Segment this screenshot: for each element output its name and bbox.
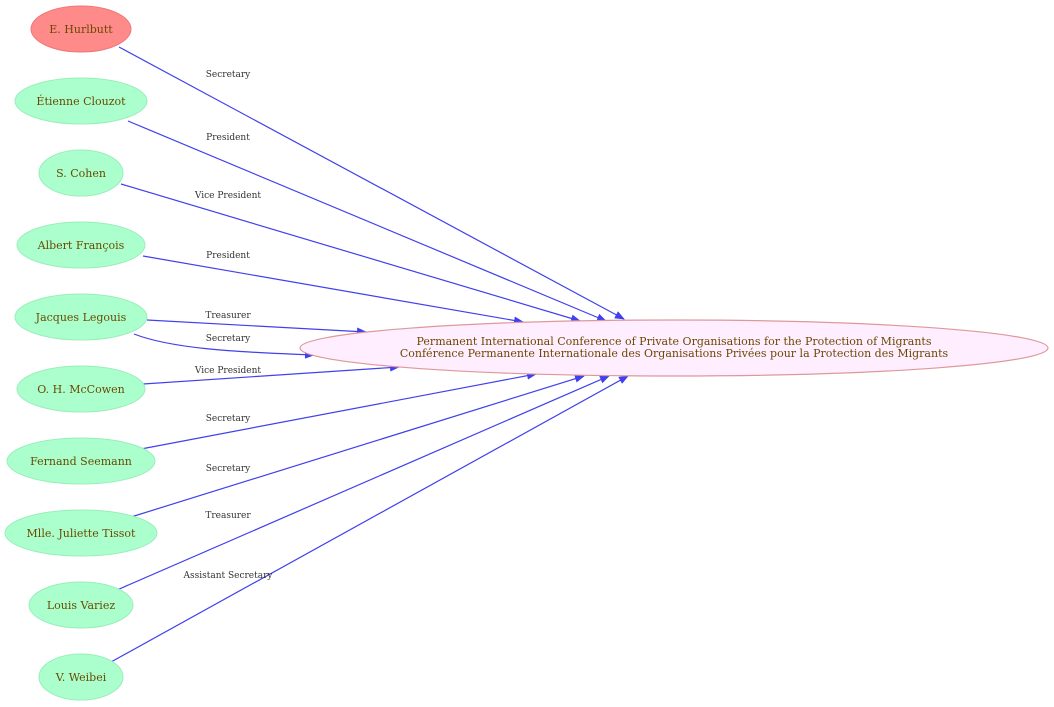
edge-9 <box>116 375 610 591</box>
person-name: Jacques Legouis <box>35 311 127 324</box>
person-node-shape <box>4 509 158 557</box>
edge-label-0: Secretary <box>206 70 251 80</box>
edge-3 <box>142 255 524 325</box>
edge-4 <box>146 319 367 336</box>
person-node-shape <box>30 5 132 53</box>
edge-label-3: President <box>206 251 250 261</box>
organization-name-fr: Conférence Permanente Internationale des… <box>400 347 949 360</box>
organization-node-shape <box>299 319 1049 377</box>
person-node-shape <box>6 437 156 485</box>
person-node-shape <box>38 653 124 701</box>
person-node-shape <box>16 221 146 269</box>
person-node-shape <box>28 581 134 629</box>
person-node-7[interactable]: Mlle. Juliette Tissot <box>4 509 158 557</box>
edge-label-10: Assistant Secretary <box>182 571 273 581</box>
person-node-shape <box>14 77 148 125</box>
edge-label-6: Vice President <box>194 366 262 376</box>
edge-1 <box>127 120 607 322</box>
edge-2 <box>120 183 581 323</box>
person-name: Albert François <box>37 239 125 252</box>
person-node-1[interactable]: Étienne Clouzot <box>14 77 148 125</box>
person-name: O. H. McCowen <box>37 383 124 396</box>
person-name: Mlle. Juliette Tissot <box>27 527 136 540</box>
person-name: V. Weibei <box>55 671 107 684</box>
edge-label-1: President <box>206 133 250 143</box>
person-node-shape <box>16 365 146 413</box>
person-name: Étienne Clouzot <box>36 94 126 108</box>
edge-label-5: Secretary <box>206 334 251 344</box>
edge-label-8: Secretary <box>206 464 251 474</box>
organization-name-en: Permanent International Conference of Pr… <box>417 335 932 348</box>
edge-7 <box>140 371 537 450</box>
edges <box>110 46 629 663</box>
edge-label-2: Vice President <box>194 191 262 201</box>
edge-5 <box>133 333 315 359</box>
person-node-6[interactable]: Fernand Seemann <box>6 437 156 485</box>
person-node-shape <box>14 293 148 341</box>
edge-10 <box>110 375 629 663</box>
person-node-shape <box>38 149 124 197</box>
edge-label-7: Secretary <box>206 414 251 424</box>
person-name: Fernand Seemann <box>30 455 132 468</box>
person-name: S. Cohen <box>56 167 106 180</box>
person-node-0[interactable]: E. Hurlbutt <box>30 5 132 53</box>
organization-node[interactable]: Permanent International Conference of Pr… <box>299 319 1049 377</box>
person-name: E. Hurlbutt <box>49 23 113 36</box>
edge-0 <box>118 46 625 320</box>
edge-label-9: Treasurer <box>205 511 251 521</box>
person-node-5[interactable]: O. H. McCowen <box>16 365 146 413</box>
person-node-3[interactable]: Albert François <box>16 221 146 269</box>
person-node-9[interactable]: V. Weibei <box>38 653 124 701</box>
person-node-2[interactable]: S. Cohen <box>38 149 124 197</box>
edge-6 <box>142 363 400 385</box>
edge-8 <box>130 374 585 518</box>
person-name: Louis Variez <box>47 599 115 612</box>
person-node-4[interactable]: Jacques Legouis <box>14 293 148 341</box>
person-node-8[interactable]: Louis Variez <box>28 581 134 629</box>
edge-label-4: Treasurer <box>205 311 251 321</box>
